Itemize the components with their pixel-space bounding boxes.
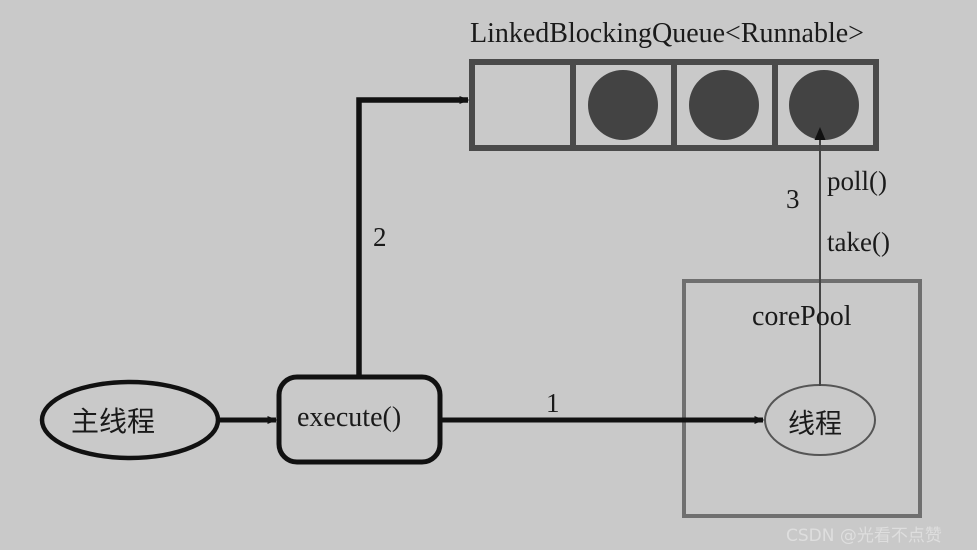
poll-label: poll() — [827, 166, 887, 196]
queue-task-circle — [588, 70, 658, 140]
thread-label: 线程 — [788, 409, 842, 440]
step-2-label: 2 — [373, 222, 387, 252]
main-thread-ellipse — [39, 379, 221, 461]
take-label: take() — [827, 227, 890, 257]
corepool-label: corePool — [752, 301, 852, 332]
queue-container — [469, 59, 879, 151]
execute-label: execute() — [297, 402, 402, 433]
step-3-label: 3 — [786, 184, 800, 214]
queue-title: LinkedBlockingQueue<Runnable> — [470, 18, 864, 49]
queue-task-circle — [789, 70, 859, 140]
arrow-execute-to-queue — [356, 96, 470, 377]
step-1-label: 1 — [546, 388, 560, 418]
queue-task-circle — [689, 70, 759, 140]
watermark: CSDN @光看不点赞 — [786, 526, 942, 546]
main-thread-label: 主线程 — [71, 405, 156, 438]
